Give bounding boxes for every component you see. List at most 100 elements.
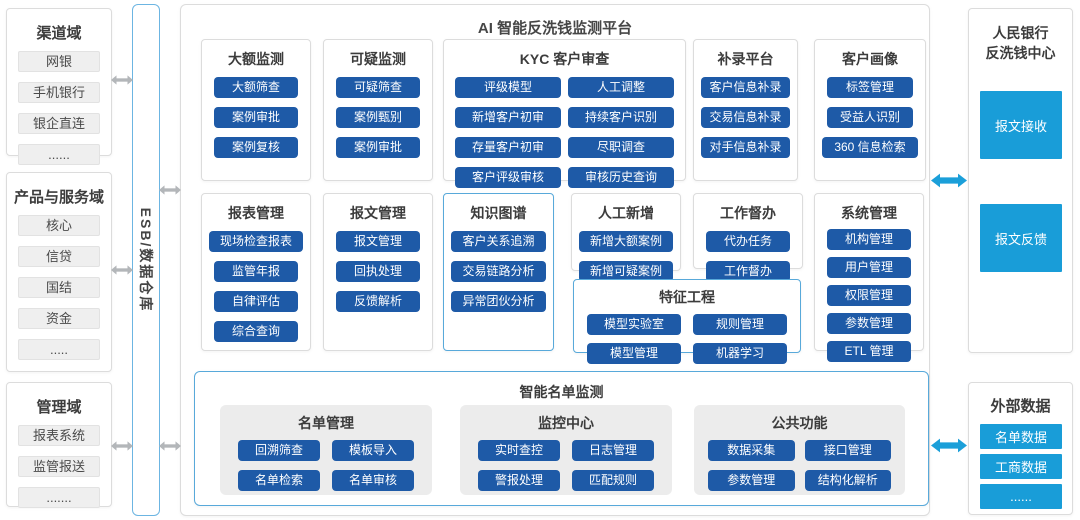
function-chip: 名单审核 bbox=[332, 470, 414, 491]
module-title: 名单管理 bbox=[298, 415, 354, 431]
function-chip: 工作督办 bbox=[706, 261, 790, 282]
function-chip: 模型实验室 bbox=[587, 314, 681, 335]
arrow-platform-to-pboc bbox=[931, 173, 967, 188]
business-data-block: 工商数据 bbox=[980, 454, 1062, 479]
function-chip: 异常团伙分析 bbox=[451, 291, 546, 312]
function-chip: 存量客户初审 bbox=[455, 137, 561, 158]
function-chip: 360 信息检索 bbox=[822, 137, 918, 158]
function-chip: 综合查询 bbox=[214, 321, 298, 342]
function-chip: 标签管理 bbox=[827, 77, 913, 98]
message-receive-block: 报文接收 bbox=[980, 91, 1062, 159]
product-service-domain-title: 产品与服务域 bbox=[13, 189, 104, 206]
module-title: 工作督办 bbox=[720, 205, 776, 221]
arrow-channel-to-esb bbox=[111, 75, 133, 85]
section-title: 智能名单监测 bbox=[519, 384, 604, 400]
smart-list-monitor-section: 智能名单监测 名单管理 回溯筛查 模板导入 名单检索 名单审核 监控中心 实时查… bbox=[194, 371, 929, 506]
product-service-domain-box: 产品与服务域 核心 信贷 国结 资金 ..... bbox=[6, 172, 112, 372]
function-chip: 受益人识别 bbox=[827, 107, 913, 128]
function-chip: 数据采集 bbox=[708, 440, 795, 461]
manual-add-module: 人工新增 新增大额案例 新增可疑案例 bbox=[571, 193, 681, 282]
message-management-module: 报文管理 报文管理 回执处理 反馈解析 bbox=[323, 193, 433, 351]
function-chip: 机器学习 bbox=[693, 343, 787, 364]
function-chip: 新增客户初审 bbox=[455, 107, 561, 128]
arrow-platform-to-external bbox=[931, 438, 967, 453]
system-item: 监管报送 bbox=[18, 456, 100, 477]
system-item-more: ....... bbox=[18, 487, 100, 508]
list-data-block: 名单数据 bbox=[980, 424, 1062, 449]
system-item: 信贷 bbox=[18, 246, 100, 267]
function-chip: 回执处理 bbox=[336, 261, 420, 282]
function-chip: 大额筛查 bbox=[214, 77, 298, 98]
module-title: 大额监测 bbox=[228, 51, 284, 67]
function-chip: 评级模型 bbox=[455, 77, 561, 98]
system-item: 国结 bbox=[18, 277, 100, 298]
pboc-title-line1: 人民银行 bbox=[992, 25, 1049, 41]
system-item: 网银 bbox=[18, 51, 100, 72]
esb-label: ESB/数据仓库 bbox=[138, 207, 154, 313]
common-function-module: 公共功能 数据采集 接口管理 参数管理 结构化解析 bbox=[694, 405, 905, 495]
module-title: 监控中心 bbox=[538, 415, 594, 431]
message-feedback-block: 报文反馈 bbox=[980, 204, 1062, 272]
work-supervision-module: 工作督办 代办任务 工作督办 bbox=[693, 193, 803, 282]
pboc-title-line2: 反洗钱中心 bbox=[985, 45, 1056, 61]
module-title: 公共功能 bbox=[771, 415, 828, 431]
function-chip: 权限管理 bbox=[827, 285, 911, 306]
function-chip: 案例审批 bbox=[214, 107, 298, 128]
function-chip: 实时查控 bbox=[478, 440, 560, 461]
function-chip: 警报处理 bbox=[478, 470, 560, 491]
kyc-review-module: KYC 客户审查 评级模型 人工调整 新增客户初审 持续客户识别 存量客户初审 … bbox=[443, 39, 686, 188]
management-domain-title: 管理域 bbox=[36, 399, 82, 416]
function-chip: 对手信息补录 bbox=[701, 137, 790, 158]
module-title: KYC 客户审查 bbox=[519, 51, 610, 67]
function-chip: 日志管理 bbox=[572, 440, 654, 461]
function-chip: 客户评级审核 bbox=[455, 167, 561, 188]
function-chip: 客户关系追溯 bbox=[451, 231, 546, 252]
function-chip: 接口管理 bbox=[804, 440, 891, 461]
function-chip: 交易信息补录 bbox=[701, 107, 790, 128]
list-management-module: 名单管理 回溯筛查 模板导入 名单检索 名单审核 bbox=[220, 405, 432, 495]
module-title: 客户画像 bbox=[842, 51, 898, 67]
system-item: 报表系统 bbox=[18, 425, 100, 446]
function-chip: 名单检索 bbox=[238, 470, 320, 491]
arrow-management-to-esb bbox=[111, 441, 133, 451]
function-chip: 尽职调查 bbox=[568, 137, 674, 158]
function-chip: 匹配规则 bbox=[572, 470, 654, 491]
function-chip: ETL 管理 bbox=[827, 341, 911, 362]
customer-profile-module: 客户画像 标签管理 受益人识别 360 信息检索 bbox=[814, 39, 926, 181]
arrow-product-to-esb bbox=[111, 265, 133, 275]
knowledge-graph-module: 知识图谱 客户关系追溯 交易链路分析 异常团伙分析 bbox=[443, 193, 554, 351]
large-amount-monitor-module: 大额监测 大额筛查 案例审批 案例复核 bbox=[201, 39, 311, 181]
aml-platform-box: AI 智能反洗钱监测平台 大额监测 大额筛查 案例审批 案例复核 可疑监测 可疑… bbox=[180, 4, 930, 516]
module-title: 系统管理 bbox=[841, 205, 897, 221]
arrow-esb-to-platform-bottom bbox=[159, 441, 181, 451]
function-chip: 规则管理 bbox=[693, 314, 787, 335]
function-chip: 人工调整 bbox=[568, 77, 674, 98]
module-title: 报文管理 bbox=[350, 205, 406, 221]
channel-domain-box: 渠道域 网银 手机银行 银企直连 ...... bbox=[6, 8, 112, 165]
function-chip: 新增大额案例 bbox=[579, 231, 673, 252]
function-chip: 交易链路分析 bbox=[451, 261, 546, 282]
function-chip: 现场检查报表 bbox=[209, 231, 303, 252]
system-item: 银企直连 bbox=[18, 113, 100, 134]
module-title: 人工新增 bbox=[598, 205, 654, 221]
function-chip: 报文管理 bbox=[336, 231, 420, 252]
function-chip: 可疑筛查 bbox=[336, 77, 420, 98]
function-chip: 参数管理 bbox=[827, 313, 911, 334]
function-chip: 模板导入 bbox=[332, 440, 414, 461]
function-chip: 新增可疑案例 bbox=[579, 261, 673, 282]
module-title: 特征工程 bbox=[659, 289, 715, 305]
function-chip: 参数管理 bbox=[708, 470, 795, 491]
system-item: 手机银行 bbox=[18, 82, 100, 103]
system-item: 核心 bbox=[18, 215, 100, 236]
module-title: 补录平台 bbox=[717, 51, 774, 67]
module-title: 可疑监测 bbox=[350, 51, 406, 67]
external-data-box: 外部数据 名单数据 工商数据 ...... bbox=[968, 382, 1073, 515]
module-title: 报表管理 bbox=[228, 205, 284, 221]
function-chip: 模型管理 bbox=[587, 343, 681, 364]
function-chip: 代办任务 bbox=[706, 231, 790, 252]
function-chip: 案例审批 bbox=[336, 137, 420, 158]
more-data-block: ...... bbox=[980, 484, 1062, 509]
suspicious-monitor-module: 可疑监测 可疑筛查 案例甄别 案例审批 bbox=[323, 39, 433, 181]
channel-domain-title: 渠道域 bbox=[36, 25, 82, 42]
